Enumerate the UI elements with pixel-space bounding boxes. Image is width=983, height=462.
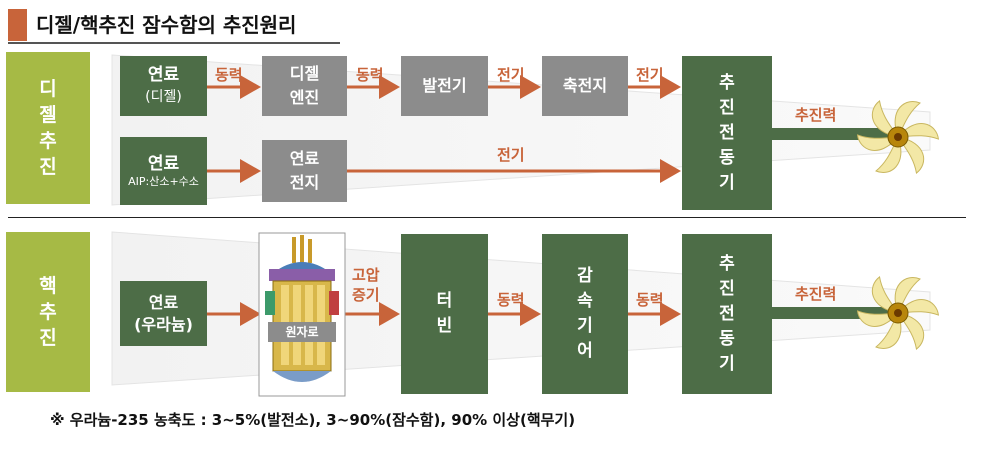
diesel-engine-line2: 엔진 [289,88,320,107]
label-electricity: 전기 [497,66,525,84]
nuclear-side-label: 핵추진 [6,232,90,392]
aip-fuel-subtitle: AIP:산소+수소 [128,175,199,188]
turbine-label: 터빈 [436,291,453,336]
title-accent-bar [8,9,27,41]
section-divider [8,217,966,218]
label-power: 동력 [215,66,243,84]
title-underline [8,42,340,44]
aip-fuel-box: 연료 AIP:산소+수소 [120,137,207,205]
propeller-icon [856,100,940,174]
diesel-fuel-box: 연료 (디젤) [120,56,207,116]
reduction-gear-box: 감속기어 [542,234,628,394]
label-power: 동력 [497,291,525,309]
steam-line2: 증기 [352,286,380,304]
diesel-propulsion-motor-box: 추진전동기 [682,56,772,210]
label-power: 동력 [356,66,384,84]
diesel-engine-box: 디젤 엔진 [262,56,347,116]
turbine-box: 터빈 [401,234,488,394]
label-power: 동력 [636,291,664,309]
nuclear-side-label-text: 핵추진 [39,275,57,349]
label-thrust: 추진력 [795,285,837,303]
steam-line1: 고압 [352,266,380,284]
label-electricity: 전기 [497,146,525,164]
page-title: 디젤/핵추진 잠수함의 추진원리 [36,13,297,37]
uranium-fuel-subtitle: (우라늄) [134,314,193,334]
label-thrust: 추진력 [795,106,837,124]
propeller-icon [856,276,940,350]
diesel-engine-line1: 디젤 [289,64,320,83]
fuel-cell-line1: 연료 [289,149,320,168]
nuclear-motor-label: 추진전동기 [719,253,735,374]
uranium-fuel-title: 연료 [148,292,179,312]
diesel-motor-label: 추진전동기 [719,72,735,193]
label-electricity: 전기 [636,66,664,84]
uranium-fuel-box: 연료 (우라늄) [120,281,207,346]
fuel-cell-box: 연료 전지 [262,140,347,202]
diesel-fuel-subtitle: (디젤) [145,89,182,105]
diesel-fuel-title: 연료 [147,65,180,85]
fuel-cell-line2: 전지 [289,173,320,192]
diesel-side-label-text: 디젤추진 [39,78,57,178]
battery-label: 축전지 [562,76,608,95]
nuclear-propulsion-motor-box: 추진전동기 [682,234,772,394]
reactor-label: 원자로 [268,322,336,342]
gear-label: 감속기어 [577,266,593,361]
reactor-icon [258,232,346,397]
diesel-side-label: 디젤추진 [6,52,90,204]
label-high-pressure-steam: 고압 증기 [352,265,380,305]
aip-fuel-title: 연료 [147,154,180,174]
generator-box: 발전기 [401,56,488,116]
battery-box: 축전지 [542,56,628,116]
generator-label: 발전기 [422,76,467,95]
footnote: ※ 우라늄-235 농축도 : 3~5%(발전소), 3~90%(잠수함), 9… [50,411,576,429]
